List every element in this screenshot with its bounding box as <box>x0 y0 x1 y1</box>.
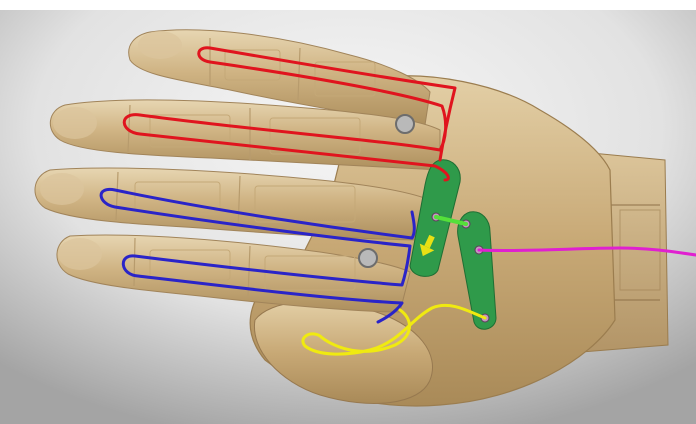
little-fingertip <box>58 238 102 270</box>
middle-fingertip <box>53 107 97 139</box>
joint-socket-lower <box>359 249 377 267</box>
top-white-band <box>0 0 696 10</box>
ring-fingertip <box>40 173 84 205</box>
index-fingertip <box>138 31 182 59</box>
joint-socket-upper <box>396 115 414 133</box>
